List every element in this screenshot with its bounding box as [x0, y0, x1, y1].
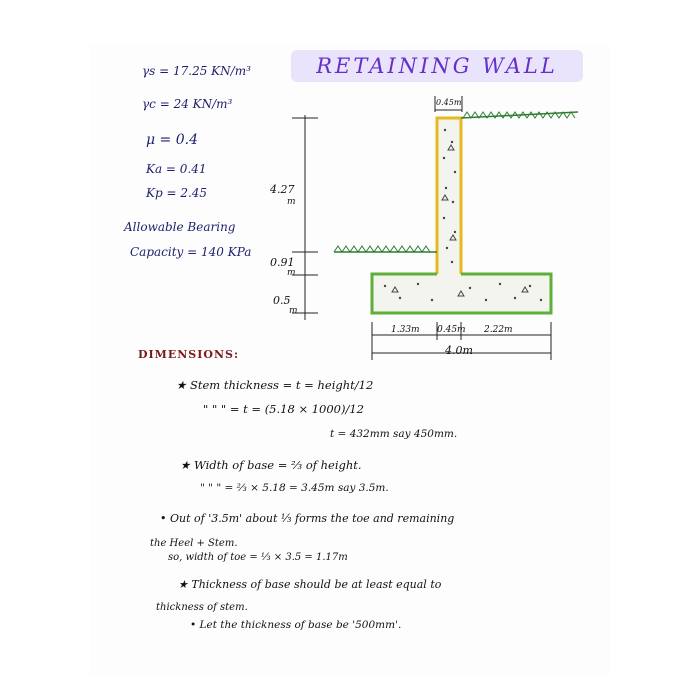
note-base-thickness-value: • Let the thickness of base be '500mm'.: [190, 619, 402, 631]
note-base-thickness: ★ Thickness of base should be at least e…: [178, 578, 442, 591]
param-soil-unit-weight: γs = 17.25 KN/m³: [142, 64, 251, 78]
note-toe-width: so, width of toe = ⅓ × 3.5 = 1.17m: [168, 552, 348, 563]
title-banner: RETAINING WALL: [291, 50, 583, 82]
stem-width-label: 0.45m: [437, 325, 466, 335]
bearing-capacity-line1: Allowable Bearing: [124, 220, 236, 234]
param-ka: Ka = 0.41: [146, 162, 207, 176]
param-concrete-unit-weight: γc = 24 KN/m³: [142, 97, 233, 111]
note-toe-fraction: • Out of '3.5m' about ⅓ forms the toe an…: [160, 512, 455, 525]
note-stem-thickness-calc: " " " = t = (5.18 × 1000)/12: [203, 402, 364, 416]
base-thickness-unit: m: [289, 306, 298, 316]
bearing-capacity-line2: Capacity = 140 KPa: [130, 245, 252, 259]
aggregate-triangles: [391, 144, 529, 297]
heel-width-label: 2.22m: [484, 325, 513, 335]
note-stem-thickness: ★ Stem thickness = t = height/12: [176, 378, 374, 392]
aggregate-marks: [383, 128, 543, 302]
dimensions-heading: DIMENSIONS:: [138, 348, 240, 361]
base-thickness-label: 0.5: [273, 294, 291, 307]
toe-width-label: 1.33m: [391, 325, 420, 335]
stem-top-width-label: 0.45m: [436, 98, 462, 107]
note-base-width: ★ Width of base = ⅔ of height.: [180, 458, 362, 472]
backfill-ground-line: [460, 111, 579, 119]
note-base-width-calc: " " " = ⅔ × 5.18 = 3.45m say 3.5m.: [200, 482, 389, 494]
paper-sheet: [90, 45, 610, 675]
page-title: RETAINING WALL: [316, 54, 558, 78]
base-outline: [370, 272, 553, 315]
stem-outline: [435, 116, 463, 274]
toe-depth-label: 0.91: [270, 256, 295, 269]
param-kp: Kp = 2.45: [146, 186, 208, 200]
height-unit: m: [287, 197, 296, 207]
total-width-label: 4.0m: [445, 344, 473, 357]
note-stem-reference: thickness of stem.: [156, 602, 248, 613]
param-friction-coefficient: μ = 0.4: [146, 132, 198, 148]
toe-depth-unit: m: [287, 268, 296, 278]
toe-ground-line: [333, 245, 437, 253]
note-heel-stem: the Heel + Stem.: [150, 538, 238, 549]
height-label: 4.27: [270, 183, 295, 196]
note-stem-thickness-result: t = 432mm say 450mm.: [330, 428, 458, 440]
